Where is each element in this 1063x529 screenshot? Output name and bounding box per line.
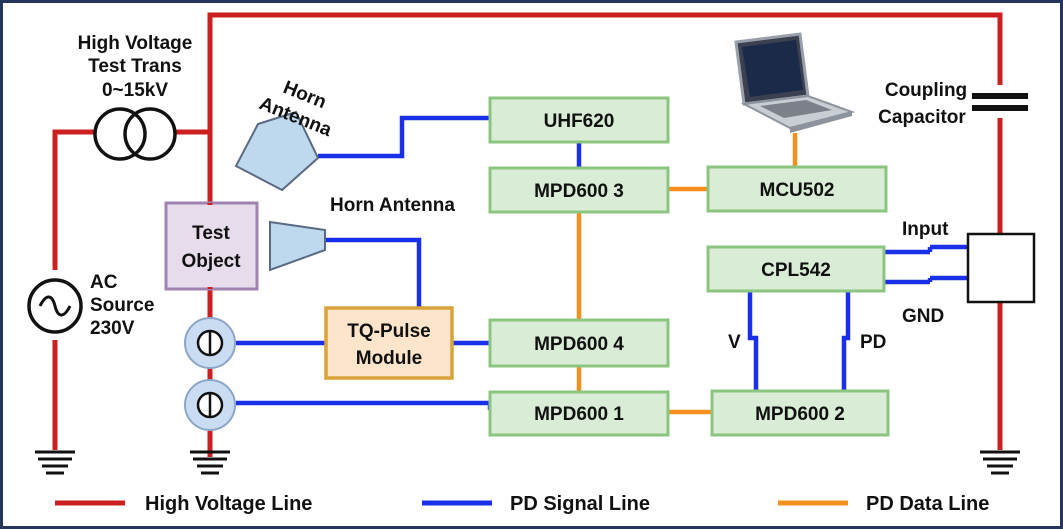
svg-text:MPD600 4: MPD600 4 (534, 334, 624, 355)
gnd-label: GND (902, 306, 944, 327)
uhf620-block: UHF620 (488, 96, 670, 144)
input-label: Input (902, 219, 949, 240)
ac-source-label-line3: 230V (90, 318, 135, 339)
horn-antenna-icon (234, 110, 320, 192)
transformer-label-line2: Test Trans (88, 56, 182, 77)
coupling-capacitor-label-line1: Coupling (885, 80, 967, 101)
transformer-label-line1: High Voltage (78, 33, 193, 54)
mpd600-4-block: MPD600 4 (488, 318, 670, 368)
tq-pulse-label-line2: Module (356, 348, 423, 369)
mcu502-block: MCU502 (706, 165, 888, 213)
ac-source-label-line2: Source (90, 295, 154, 316)
coupling-capacitor-label-line2: Capacitor (878, 107, 966, 128)
transformer-label-line3: 0~15kV (102, 80, 168, 101)
tq-pulse-label-line1: TQ-Pulse (347, 321, 430, 342)
cpl542-block: CPL542 (706, 245, 886, 293)
svg-text:MCU502: MCU502 (760, 180, 835, 201)
mpd600-3-block: MPD600 3 (488, 166, 670, 214)
current-sensor-icon (184, 379, 236, 431)
laptop-icon (734, 32, 856, 133)
mpd600-1-block: MPD600 1 (488, 390, 670, 437)
coupling-capacitor-symbol (972, 93, 1028, 111)
svg-text:MPD600 1: MPD600 1 (534, 404, 624, 425)
v-label: V (728, 332, 741, 353)
test-object-label-line2: Object (181, 251, 241, 272)
svg-text:MPD600 3: MPD600 3 (534, 181, 624, 202)
test-object-label-line1: Test (192, 223, 230, 244)
svg-text:CPL542: CPL542 (761, 260, 831, 281)
pd-label: PD (860, 332, 886, 353)
horn-antenna-icon (269, 220, 326, 272)
test-object-fill (168, 205, 255, 287)
coupling-unit-box (966, 232, 1036, 304)
svg-text:MPD600 2: MPD600 2 (755, 404, 845, 425)
current-sensor-icon (184, 317, 236, 369)
legend-label-pd-data: PD Data Line (866, 493, 989, 515)
ground-icon (35, 450, 75, 475)
tq-pulse-module-box (324, 306, 454, 380)
ground-icon (980, 450, 1020, 475)
ac-source-label-line1: AC (90, 272, 118, 293)
legend-label-high-voltage: High Voltage Line (145, 493, 312, 515)
legend-label-pd-signal: PD Signal Line (510, 493, 650, 515)
transformer-symbol (93, 107, 177, 161)
legend: High Voltage Line PD Signal Line PD Data… (55, 493, 989, 515)
svg-text:UHF620: UHF620 (544, 111, 615, 132)
ground-icon (190, 450, 230, 475)
mpd600-2-block: MPD600 2 (710, 389, 890, 437)
ac-source-symbol (27, 278, 83, 334)
pd-data-lines (576, 133, 798, 415)
horn-antenna-mid-label: Horn Antenna (330, 195, 455, 216)
